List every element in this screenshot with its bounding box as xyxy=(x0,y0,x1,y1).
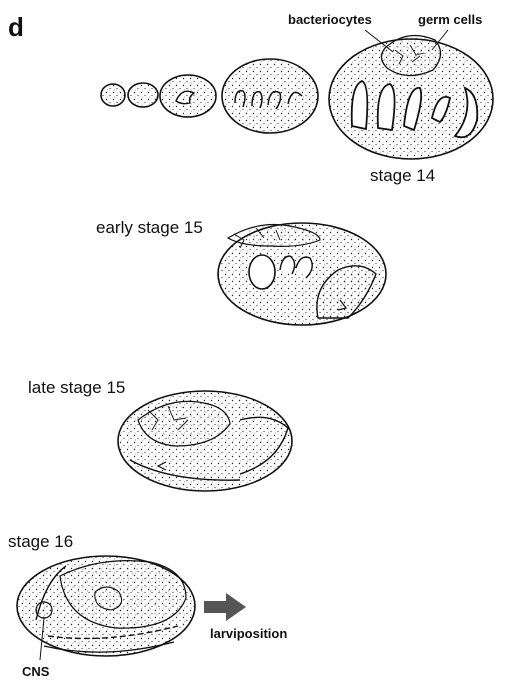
embryo-stage-14-1 xyxy=(100,83,126,107)
pointer-cns xyxy=(39,617,45,661)
label-stage-14: stage 14 xyxy=(370,166,436,185)
embryo-stage-16 xyxy=(16,555,196,657)
pointer-germ-cells xyxy=(431,29,449,51)
stage-14-series xyxy=(100,34,494,160)
embryo-stage-14-3 xyxy=(159,74,217,118)
embryo-stage-14-2 xyxy=(127,82,159,108)
label-germ-cells: germ cells xyxy=(418,12,483,27)
label-early-stage-15: early stage 15 xyxy=(96,218,203,237)
label-cns: CNS xyxy=(22,664,50,679)
embryo-late-stage-15 xyxy=(117,390,293,492)
panel-letter: d xyxy=(8,12,24,42)
pointer-bacteriocytes xyxy=(364,29,394,53)
label-larviposition: larviposition xyxy=(210,626,288,641)
label-bacteriocytes: bacteriocytes xyxy=(288,12,372,27)
label-late-stage-15: late stage 15 xyxy=(28,378,126,397)
embryo-early-stage-15 xyxy=(217,222,387,326)
label-stage-16: stage 16 xyxy=(8,532,74,551)
larviposition-arrow xyxy=(204,593,246,621)
